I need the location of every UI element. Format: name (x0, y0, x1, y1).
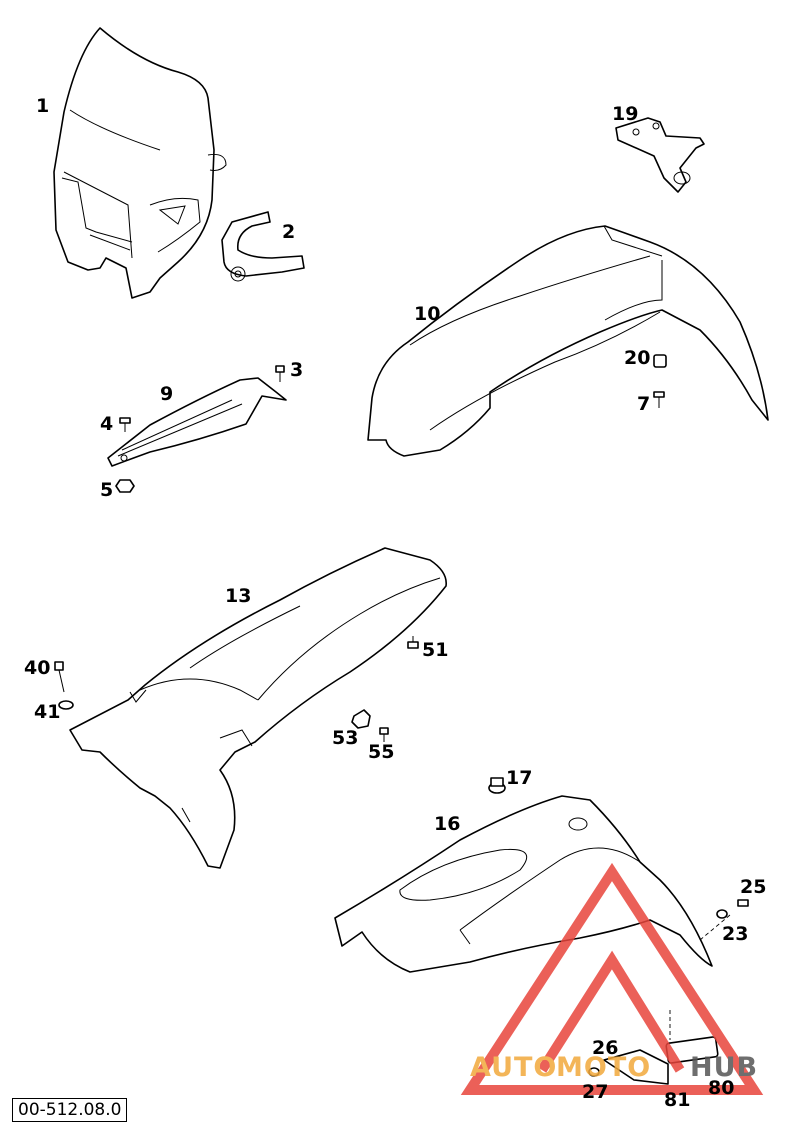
callout-label: 13 (225, 585, 251, 607)
callout-label: 20 (624, 347, 650, 369)
washer-41 (58, 700, 74, 710)
callout-label: 80 (708, 1077, 734, 1099)
nut-53 (351, 709, 371, 729)
front-fender-part (367, 225, 769, 457)
callout-label: 53 (332, 727, 358, 749)
rear-fender-part (69, 547, 447, 869)
nut-5 (115, 479, 135, 493)
watermark-logo: AUTO MOTO HUB (460, 862, 764, 1095)
spacer-20 (653, 354, 667, 368)
screw-4 (119, 417, 131, 432)
mudguard-part (334, 795, 713, 973)
callout-label: 51 (422, 639, 448, 661)
headlight-mask-part (53, 27, 227, 299)
callout-label: 5 (100, 479, 113, 501)
watermark-word-moto: MOTO (556, 1052, 651, 1083)
screw-55 (379, 727, 389, 742)
callout-label: 3 (290, 359, 303, 381)
callout-labels: 1 2 3 4 5 7 9 10 13 16 17 19 20 23 25 26… (24, 95, 766, 1111)
callout-label: 16 (434, 813, 460, 835)
callout-label: 41 (34, 701, 60, 723)
nut-17 (488, 777, 506, 794)
callout-label: 19 (612, 103, 638, 125)
callout-label: 81 (664, 1089, 690, 1111)
plate-bracket-part (615, 117, 705, 193)
bracket-part (107, 377, 287, 467)
callout-label: 25 (740, 876, 766, 898)
callout-label: 2 (282, 221, 295, 243)
screw-51 (407, 636, 419, 649)
plate-holder-assembly (588, 899, 749, 1085)
callout-label: 27 (582, 1081, 608, 1103)
callout-label: 55 (368, 741, 394, 763)
screw-7 (653, 391, 665, 408)
bolt-40 (54, 661, 65, 693)
callout-label: 40 (24, 657, 50, 679)
callout-label: 17 (506, 767, 532, 789)
callout-label: 4 (100, 413, 113, 435)
watermark-word-auto: AUTO (470, 1052, 557, 1083)
screw-3 (275, 365, 285, 382)
callout-label: 1 (36, 95, 49, 117)
callout-label: 7 (637, 393, 650, 415)
callout-label: 10 (414, 303, 440, 325)
callout-label: 23 (722, 923, 748, 945)
callout-label: 26 (592, 1037, 618, 1059)
callout-label: 9 (160, 383, 173, 405)
watermark-word-hub: HUB (690, 1052, 758, 1083)
headlight-clamp-part (221, 211, 305, 282)
document-code: 00-512.08.0 (12, 1098, 128, 1122)
